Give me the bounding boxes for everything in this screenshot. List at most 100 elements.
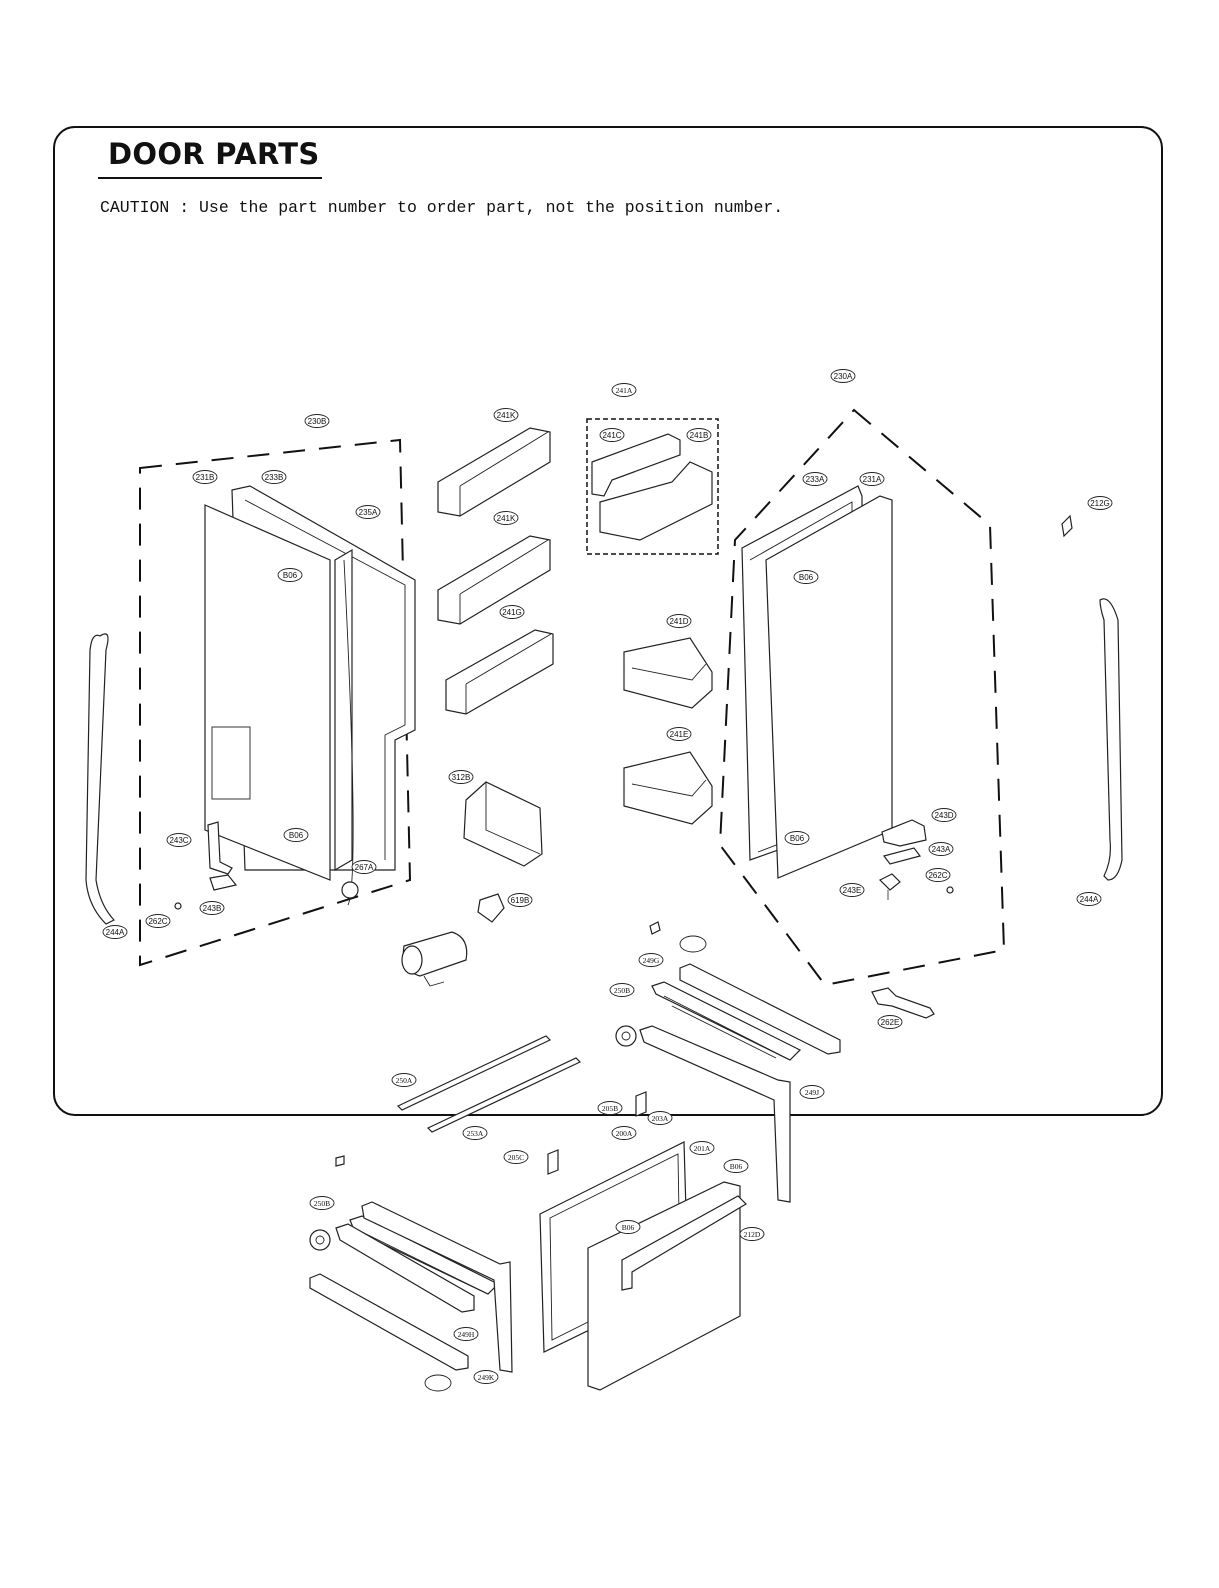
callout-bubble	[261, 470, 287, 484]
housing-312B	[463, 781, 543, 867]
callout-label: 241K	[497, 514, 516, 523]
callout-250b: 250B	[609, 983, 635, 997]
strip-250A	[396, 1035, 552, 1111]
callout-bubble	[830, 369, 856, 383]
callout-bubble	[799, 1085, 825, 1099]
callout-bubble	[507, 893, 533, 907]
door-bin-241K-lower	[437, 535, 551, 625]
callout-bubble	[462, 1126, 488, 1140]
clip	[649, 921, 661, 935]
callout-label: 205C	[508, 1153, 524, 1162]
bracket-243C	[207, 821, 233, 875]
valve-619B	[477, 893, 505, 923]
callout-label: 243E	[843, 886, 862, 895]
callout-212g: 212G	[1087, 496, 1113, 510]
callout-bubble	[503, 1150, 529, 1164]
callout-243b: 243B	[199, 901, 225, 915]
callout-bubble	[309, 1196, 335, 1210]
bin-241D	[623, 637, 713, 709]
callout-label: 203A	[652, 1114, 669, 1123]
left-door-assembly-outline	[139, 438, 412, 967]
bin-cover-241C	[591, 433, 681, 497]
right-door	[741, 485, 893, 879]
callout-bubble	[599, 428, 625, 442]
assembly-241A-box	[586, 418, 719, 555]
callout-b06: B06	[277, 568, 303, 582]
callout-241g: 241G	[499, 605, 525, 619]
callout-bubble	[304, 414, 330, 428]
callout-bubble	[597, 1101, 623, 1115]
callout-bubble	[448, 770, 474, 784]
callout-262c: 262C	[145, 914, 171, 928]
callout-label: 249G	[643, 956, 660, 965]
callout-bubble	[277, 568, 303, 582]
callout-label: 243D	[934, 811, 953, 820]
callout-label: 241K	[497, 411, 516, 420]
rail-249J	[639, 1025, 791, 1203]
nut-262C-left	[174, 902, 182, 910]
drawer-handle-212D	[621, 1195, 747, 1291]
callout-243e: 243E	[839, 883, 865, 897]
drawer-frame-upper	[651, 981, 802, 1061]
callout-231a: 231A	[859, 472, 885, 486]
callout-label: 230A	[834, 372, 853, 381]
callout-bubble	[145, 914, 171, 928]
callout-243d: 243D	[931, 808, 957, 822]
callout-bubble	[784, 831, 810, 845]
callout-312b: 312B	[448, 770, 474, 784]
bracket-243B	[209, 874, 238, 891]
callout-bubble	[638, 953, 664, 967]
callout-bubble	[499, 605, 525, 619]
callout-249k: 249K	[473, 1370, 499, 1384]
callout-label: 241B	[690, 431, 709, 440]
callout-bubble	[473, 1370, 499, 1384]
strip-253A	[426, 1057, 582, 1133]
callout-bubble	[679, 935, 707, 953]
page-title: DOOR PARTS	[108, 137, 320, 171]
callout-bubble	[102, 925, 128, 939]
callout-253a: 253A	[462, 1126, 488, 1140]
callout-250a: 250A	[391, 1073, 417, 1087]
callout-label: 619B	[511, 896, 530, 905]
callout-235a: 235A	[355, 505, 381, 519]
callout-241a: 241A	[611, 383, 637, 397]
callout-205c: 205C	[503, 1150, 529, 1164]
callout-bubble	[611, 1126, 637, 1140]
callout-bubble	[686, 428, 712, 442]
callout-label: 231A	[863, 475, 882, 484]
callout-241c: 241C	[599, 428, 625, 442]
callout-b06: B06	[283, 828, 309, 842]
callout-244a: 244A	[102, 925, 128, 939]
left-door	[204, 485, 416, 906]
title-underline	[98, 177, 322, 179]
drawer-door-201A	[587, 1181, 741, 1391]
rail-lower	[309, 1273, 469, 1371]
callout-label: 241A	[616, 386, 633, 395]
callout-label: B06	[730, 1162, 743, 1171]
callout-bubble	[391, 1073, 417, 1087]
hinge-243D	[881, 819, 927, 847]
callout-label: 250A	[396, 1076, 413, 1085]
dispenser-motor	[401, 931, 468, 987]
callout-241k: 241K	[493, 408, 519, 422]
callout-bubble	[666, 614, 692, 628]
callout-bubble	[925, 868, 951, 882]
callout-label: 231B	[196, 473, 215, 482]
callout-241b: 241B	[686, 428, 712, 442]
callout-b06: B06	[723, 1159, 749, 1173]
callout-230a: 230A	[830, 369, 856, 383]
callout-bubble	[793, 570, 819, 584]
callout-bubble	[609, 983, 635, 997]
diagram-frame	[53, 126, 1163, 1116]
callout-label: 212D	[744, 1230, 761, 1239]
callout-231b: 231B	[192, 470, 218, 484]
callout-bubble	[859, 472, 885, 486]
callout-249j: 249J	[799, 1085, 825, 1099]
callout-label: 205B	[602, 1104, 618, 1113]
callout-label: 212G	[1090, 499, 1110, 508]
callout-label: 249J	[805, 1088, 819, 1097]
spring-267A	[341, 881, 359, 899]
bin-241B	[599, 461, 713, 541]
callout-241e: 241E	[666, 727, 692, 741]
